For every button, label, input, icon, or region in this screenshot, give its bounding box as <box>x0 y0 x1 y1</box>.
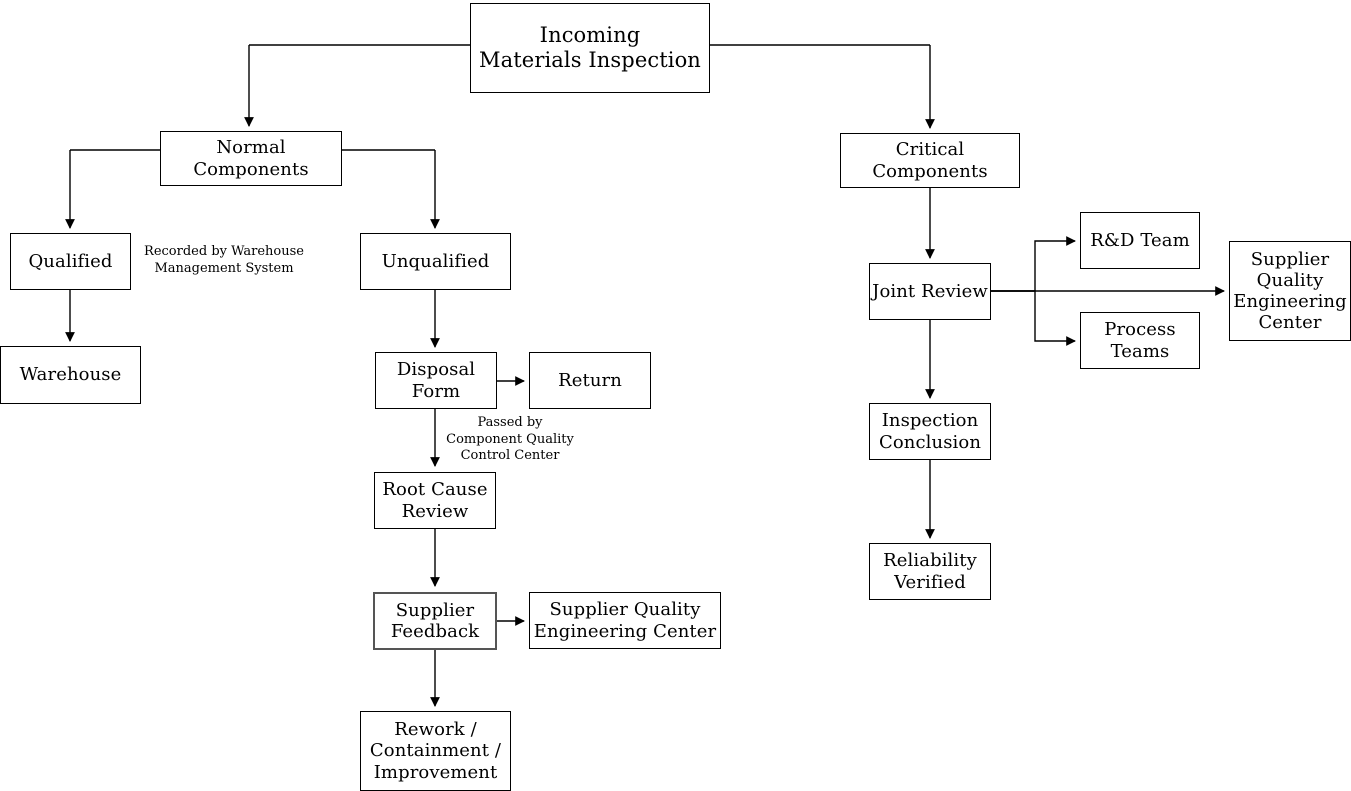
node-disposal-form[interactable]: Disposal Form <box>375 352 497 409</box>
node-warehouse[interactable]: Warehouse <box>0 346 141 404</box>
node-qualified[interactable]: Qualified <box>10 233 131 290</box>
node-supplier-quality-engineering-center-right[interactable]: Supplier Quality Engineering Center <box>1229 241 1351 341</box>
node-rd-team[interactable]: R&D Team <box>1080 212 1200 269</box>
node-incoming-materials-inspection[interactable]: Incoming Materials Inspection <box>470 3 710 93</box>
edge-joint-review-to-rd-team <box>991 236 1076 292</box>
node-normal-components[interactable]: Normal Components <box>160 131 342 186</box>
node-rework-containment-improvement[interactable]: Rework / Containment / Improvement <box>360 711 511 791</box>
edge-label-recorded-by-warehouse-management-system: Recorded by Warehouse Management System <box>144 244 304 276</box>
node-reliability-verified[interactable]: Reliability Verified <box>869 543 991 600</box>
node-inspection-conclusion[interactable]: Inspection Conclusion <box>869 403 991 460</box>
node-process-teams[interactable]: Process Teams <box>1080 312 1200 369</box>
edge-label-passed-by-component-quality-control-center: Passed by Component Quality Control Cent… <box>446 415 574 464</box>
node-supplier-quality-engineering-center-left[interactable]: Supplier Quality Engineering Center <box>529 592 721 649</box>
node-critical-components[interactable]: Critical Components <box>840 133 1020 188</box>
node-unqualified[interactable]: Unqualified <box>360 233 511 290</box>
edge-joint-review-to-process-teams <box>991 290 1076 346</box>
node-joint-review[interactable]: Joint Review <box>869 263 991 320</box>
node-supplier-feedback[interactable]: Supplier Feedback <box>373 592 497 650</box>
node-root-cause-review[interactable]: Root Cause Review <box>374 472 496 529</box>
node-return[interactable]: Return <box>529 352 651 409</box>
